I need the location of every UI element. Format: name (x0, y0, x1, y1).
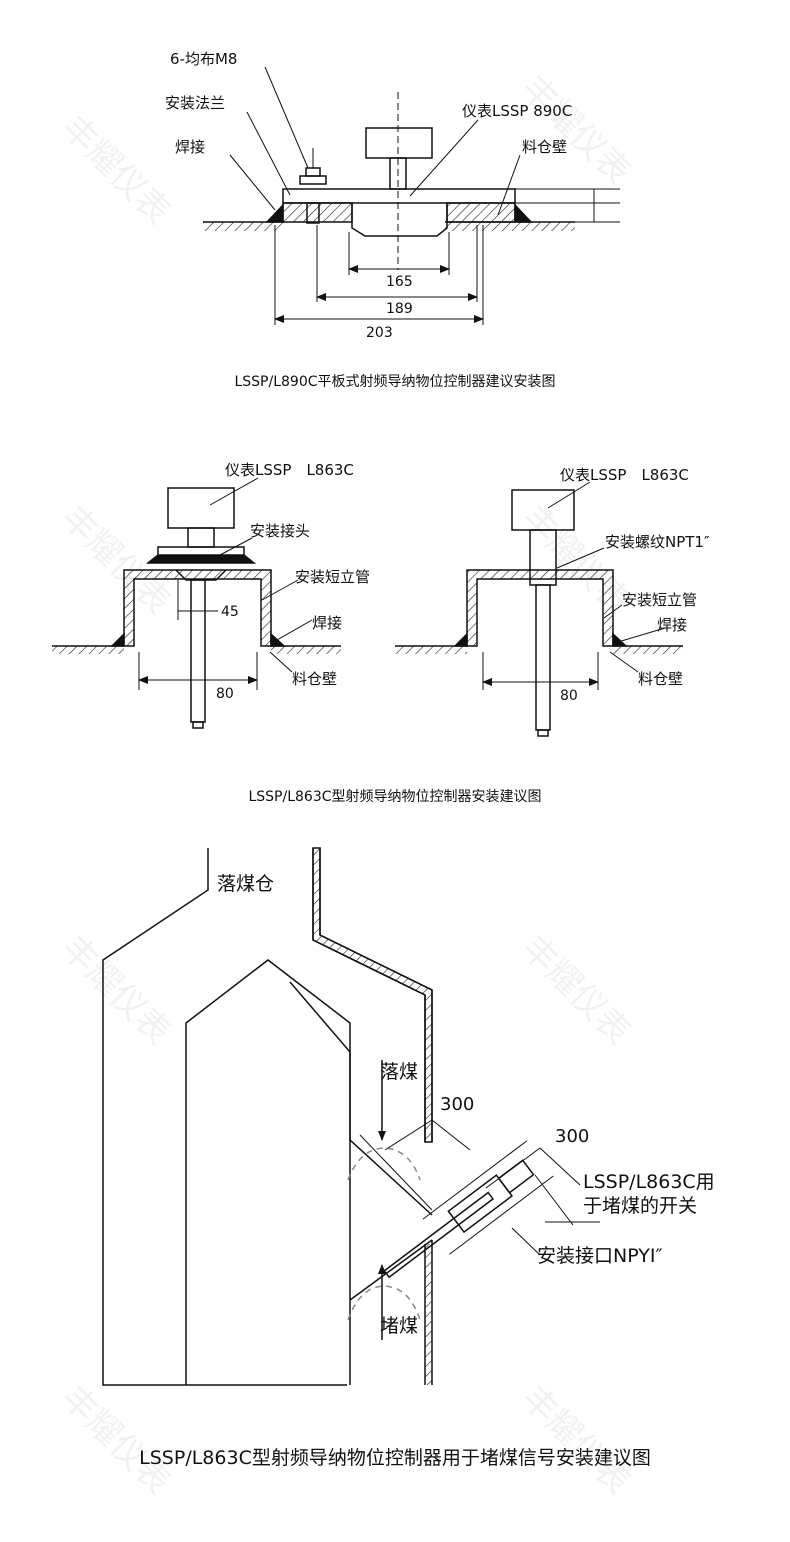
diagram2-left-text: 仪表LSSP L863C 安装接头 安装短立管 焊接 料仓壁 45 80 (216, 461, 370, 702)
diagram3-text: 落煤仓 落煤 堵煤 300 300 LSSP/L863C用 于堵煤的开关 安装接… (217, 873, 715, 1337)
label-install-port: 安装接口NPYI″ (537, 1245, 663, 1267)
right-label-thread: 安装螺纹NPT1″ (605, 533, 710, 551)
left-label-joint: 安装接头 (250, 522, 310, 540)
diagram-rod-thread (395, 481, 683, 737)
diagram-coal-blockage (102, 847, 600, 1386)
label-switch-line2: 于堵煤的开关 (583, 1195, 697, 1217)
svg-text:丰耀仪表: 丰耀仪表 (54, 108, 178, 232)
dim-203: 203 (366, 325, 393, 341)
right-dim-80: 80 (560, 688, 578, 704)
caption-flat-plate: LSSP/L890C平板式射频导纳物位控制器建议安装图 (234, 374, 555, 390)
diagram2-right-text: 仪表LSSP L863C 安装螺纹NPT1″ 安装短立管 焊接 料仓壁 80 (560, 466, 710, 704)
label-bolts: 6-均布M8 (170, 50, 237, 68)
svg-text:丰耀仪表: 丰耀仪表 (514, 68, 638, 192)
dim-189: 189 (386, 301, 413, 317)
label-coal-bin: 落煤仓 (217, 873, 274, 895)
svg-text:丰耀仪表: 丰耀仪表 (514, 928, 638, 1052)
label-weld: 焊接 (175, 138, 205, 156)
caption-rod: LSSP/L863C型射频导纳物位控制器安装建议图 (248, 789, 541, 805)
dim-300-a: 300 (440, 1094, 474, 1115)
left-label-weld: 焊接 (312, 614, 342, 632)
left-dim-45: 45 (221, 604, 239, 620)
label-wall: 料仓壁 (522, 138, 567, 156)
svg-text:丰耀仪表: 丰耀仪表 (54, 928, 178, 1052)
left-label-pipe: 安装短立管 (295, 568, 370, 586)
left-dim-80: 80 (216, 686, 234, 702)
label-instrument: 仪表LSSP 890C (462, 102, 572, 120)
diagram-flat-plate (203, 66, 620, 325)
diagram-rod-joint (52, 477, 341, 729)
label-falling-coal: 落煤 (380, 1061, 418, 1083)
right-label-pipe: 安装短立管 (622, 591, 697, 609)
svg-text:丰耀仪表: 丰耀仪表 (514, 1378, 638, 1502)
dim-165: 165 (386, 274, 413, 290)
diagram1-text: 6-均布M8 安装法兰 焊接 仪表LSSP 890C 料仓壁 165 189 2… (165, 50, 572, 390)
dim-300-b: 300 (555, 1126, 589, 1147)
label-flange: 安装法兰 (165, 94, 225, 112)
right-label-wall: 料仓壁 (638, 670, 683, 688)
watermark-group: 丰耀仪表 丰耀仪表 丰耀仪表 丰耀仪表 丰耀仪表 丰耀仪表 丰耀仪表 丰耀仪表 (54, 68, 638, 1502)
left-label-instrument: 仪表LSSP L863C (225, 461, 354, 479)
svg-text:丰耀仪表: 丰耀仪表 (54, 1378, 178, 1502)
caption-coal-blockage: LSSP/L863C型射频导纳物位控制器用于堵煤信号安装建议图 (139, 1447, 651, 1469)
right-label-instrument: 仪表LSSP L863C (560, 466, 689, 484)
left-label-wall: 料仓壁 (292, 670, 337, 688)
right-label-weld: 焊接 (657, 616, 687, 634)
label-blocking-coal: 堵煤 (380, 1315, 418, 1337)
label-switch-line1: LSSP/L863C用 (583, 1171, 715, 1193)
